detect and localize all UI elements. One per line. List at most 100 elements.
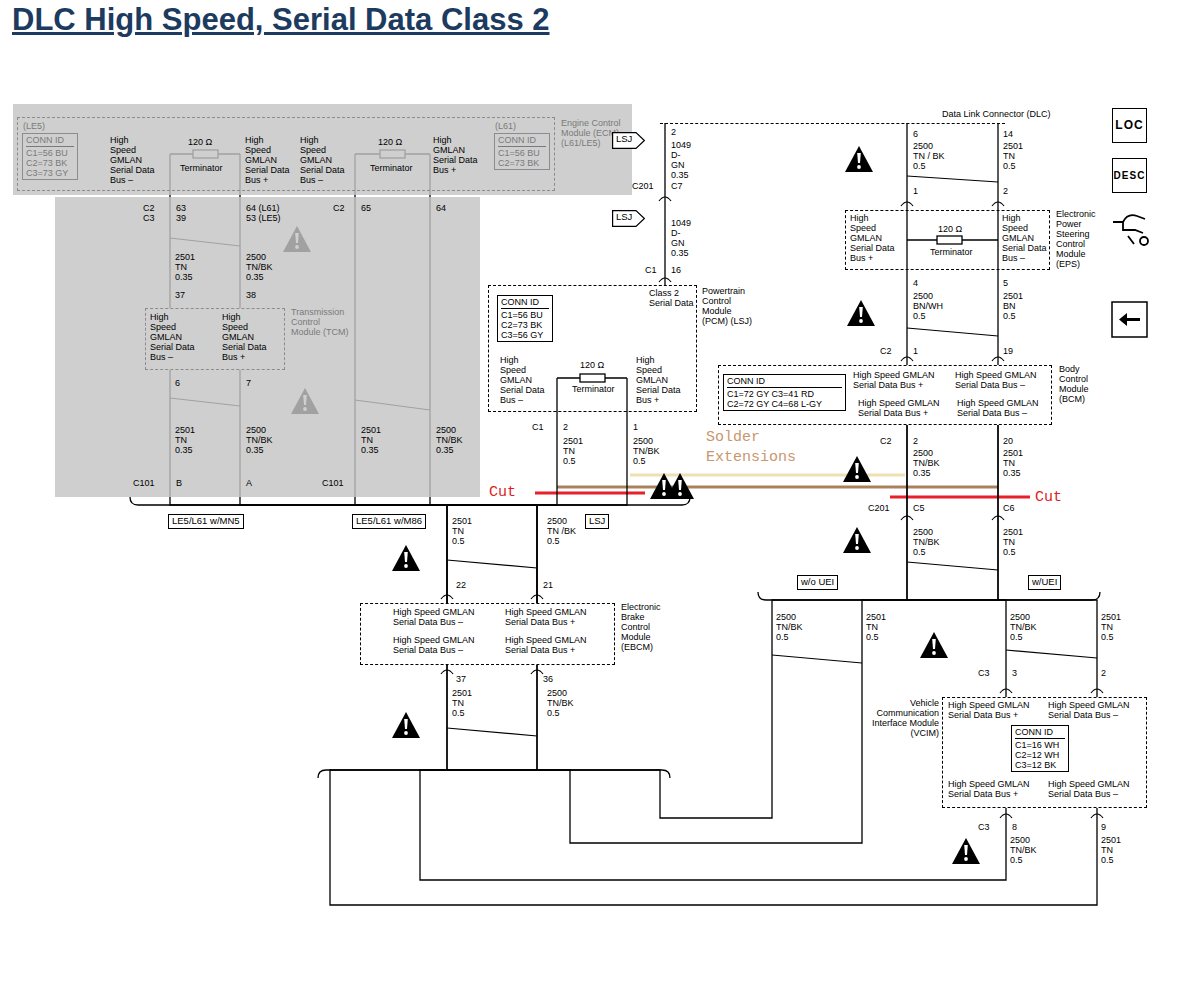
conn-id-list: C1=16 WH C2=12 WH C3=12 BK	[1015, 740, 1065, 770]
module-name: Powertrain Control Module (PCM) (LSJ)	[702, 286, 754, 326]
wire-label: High Speed GMLAN Serial Data Bus –	[957, 398, 1050, 418]
conn-id-title: CONN ID	[498, 135, 546, 147]
greyed-label: 7	[246, 378, 251, 388]
wire-label: High Speed GMLAN Serial Data Bus +	[636, 355, 681, 405]
wire-connector	[420, 665, 1006, 880]
module-name: Transmission Control Module (TCM)	[291, 307, 351, 337]
conn-id-title: CONN ID	[1015, 727, 1065, 739]
wire-label: 2500 TN/BK 0.5	[913, 527, 940, 557]
eps-terminator-wiring	[907, 210, 998, 270]
wire-label: High Speed GMLAN Serial Data Bus +	[850, 213, 895, 263]
wire-label: 1	[913, 346, 918, 356]
greyed-label: High Speed GMLAN Serial Data Bus +	[222, 312, 267, 362]
bracket	[318, 770, 670, 778]
greyed-label: High Speed GMLAN Serial Data Bus –	[150, 312, 195, 362]
wire-label: 120 Ω	[580, 360, 604, 370]
conn-heading: (LE5)	[23, 121, 45, 131]
icon-letters: DESC	[1114, 170, 1146, 181]
option-tag: LSJ	[612, 210, 645, 223]
wire-label: 16	[671, 265, 681, 275]
warning-symbol	[392, 545, 420, 571]
wire-label: 2501 TN 0.5	[1003, 527, 1023, 557]
greyed-label: 120 Ω	[188, 137, 212, 147]
warning-symbol	[392, 712, 420, 738]
wire-label: C6	[1003, 503, 1015, 513]
wire-label: 2501 TN 0.5	[452, 688, 472, 718]
wire-label: 5	[1003, 278, 1008, 288]
twist-mark	[907, 328, 998, 336]
wire-label: 2500 BN/WH 0.5	[913, 291, 943, 321]
conn-id-title: CONN ID	[501, 297, 549, 309]
wire-label: 3	[1012, 668, 1017, 678]
cut-mark-text: Cut	[1035, 489, 1062, 507]
bracket	[130, 497, 690, 505]
pentagon-outline	[613, 133, 645, 149]
wire-label: 36	[543, 674, 553, 684]
warning-symbol	[843, 527, 871, 553]
greyed-label: B	[176, 478, 182, 488]
wire-label: 2	[1003, 186, 1008, 196]
wire-label: 2501 TN 0.35	[1003, 448, 1023, 478]
conn-id-list: C1=56 BU C2=73 BK C3=73 GY	[26, 148, 74, 178]
page-title: DLC High Speed, Serial Data Class 2	[12, 1, 550, 39]
wire-label: High Speed GMLAN Serial Data Bus –	[393, 635, 493, 655]
greyed-label: Terminator	[370, 163, 413, 173]
wire-label: C201	[868, 503, 890, 513]
warning-symbol	[845, 146, 873, 172]
greyed-label: 37	[175, 290, 185, 300]
greyed-label: 65	[361, 203, 371, 213]
greyed-label: 2500 TN/BK 0.35	[246, 425, 273, 455]
wire-label: 2501 TN 0.5	[1101, 835, 1121, 865]
conn-id-box: CONN IDC1=56 BU C2=73 BK C3=56 GY	[497, 295, 553, 342]
wire-label: 1049 D-GN 0.35	[671, 218, 691, 258]
module-name: Data Link Connector (DLC)	[942, 109, 1051, 119]
greyed-overlay	[55, 197, 480, 497]
wire-connector	[997, 270, 998, 365]
module-name: Electronic Brake Control Module (EBCM)	[621, 602, 671, 652]
twist-mark	[772, 655, 862, 663]
wire-label: 2501 TN 0.5	[452, 516, 472, 546]
option-tag-box: LE5/L61 w/M86	[352, 514, 426, 529]
icon-letters: LOC	[1115, 119, 1143, 132]
conn-id-box: CONN IDC1=16 WH C2=12 WH C3=12 BK	[1011, 725, 1069, 772]
resistor-symbol	[580, 374, 605, 382]
greyed-label: 120 Ω	[378, 137, 402, 147]
wire-label: 1	[913, 186, 918, 196]
conn-id-title: CONN ID	[26, 135, 74, 147]
twist-mark	[447, 560, 537, 568]
conn-id-title: CONN ID	[727, 376, 842, 388]
wire-connector	[537, 412, 627, 603]
option-tag-box: LE5/L61 w/MN5	[168, 514, 244, 529]
wire-label: 2501 TN 0.5	[1003, 141, 1023, 171]
wire-label: 1049 D-GN 0.35	[671, 140, 691, 180]
cut-line	[535, 492, 645, 495]
key-icon	[1140, 237, 1148, 245]
greyed-label: 64	[436, 203, 446, 213]
twist-mark	[907, 562, 998, 570]
wire-label: C2	[880, 346, 892, 356]
wire-label: 22	[456, 580, 466, 590]
data-link-connector: Data Link Connector (DLC)	[660, 123, 1005, 129]
wire-label: C2	[880, 436, 892, 446]
wire-label: 2	[671, 127, 676, 137]
lsj-tag: LSJ	[612, 132, 645, 149]
wire-label: High Speed GMLAN Serial Data Bus –	[393, 607, 493, 627]
warning-symbol	[920, 632, 948, 658]
greyed-label: 38	[246, 290, 256, 300]
wire-label: 2	[913, 436, 918, 446]
greyed-label: High Speed GMLAN Serial Data Bus +	[245, 135, 290, 185]
wire-label: High Speed GMLAN Serial Data Bus +	[948, 779, 1043, 799]
conn-id-list: C1=56 BU C2=73 BK C3=56 GY	[501, 310, 549, 340]
back-button	[1112, 302, 1147, 337]
warning-symbol	[952, 838, 980, 864]
warning-symbol	[843, 456, 871, 482]
wire-connector	[907, 425, 1006, 697]
greyed-label: C3	[143, 213, 155, 223]
greyed-label: 64 (L61)	[246, 203, 280, 213]
wire-label: 4	[913, 278, 918, 288]
wire-label: 2501 TN 0.5	[1101, 612, 1121, 642]
wire-label: 2500 TN/BK 0.35	[913, 448, 940, 478]
wire-label: C3	[978, 822, 990, 832]
back-arrow-head	[1119, 313, 1127, 326]
pentagon-outline	[613, 211, 645, 227]
